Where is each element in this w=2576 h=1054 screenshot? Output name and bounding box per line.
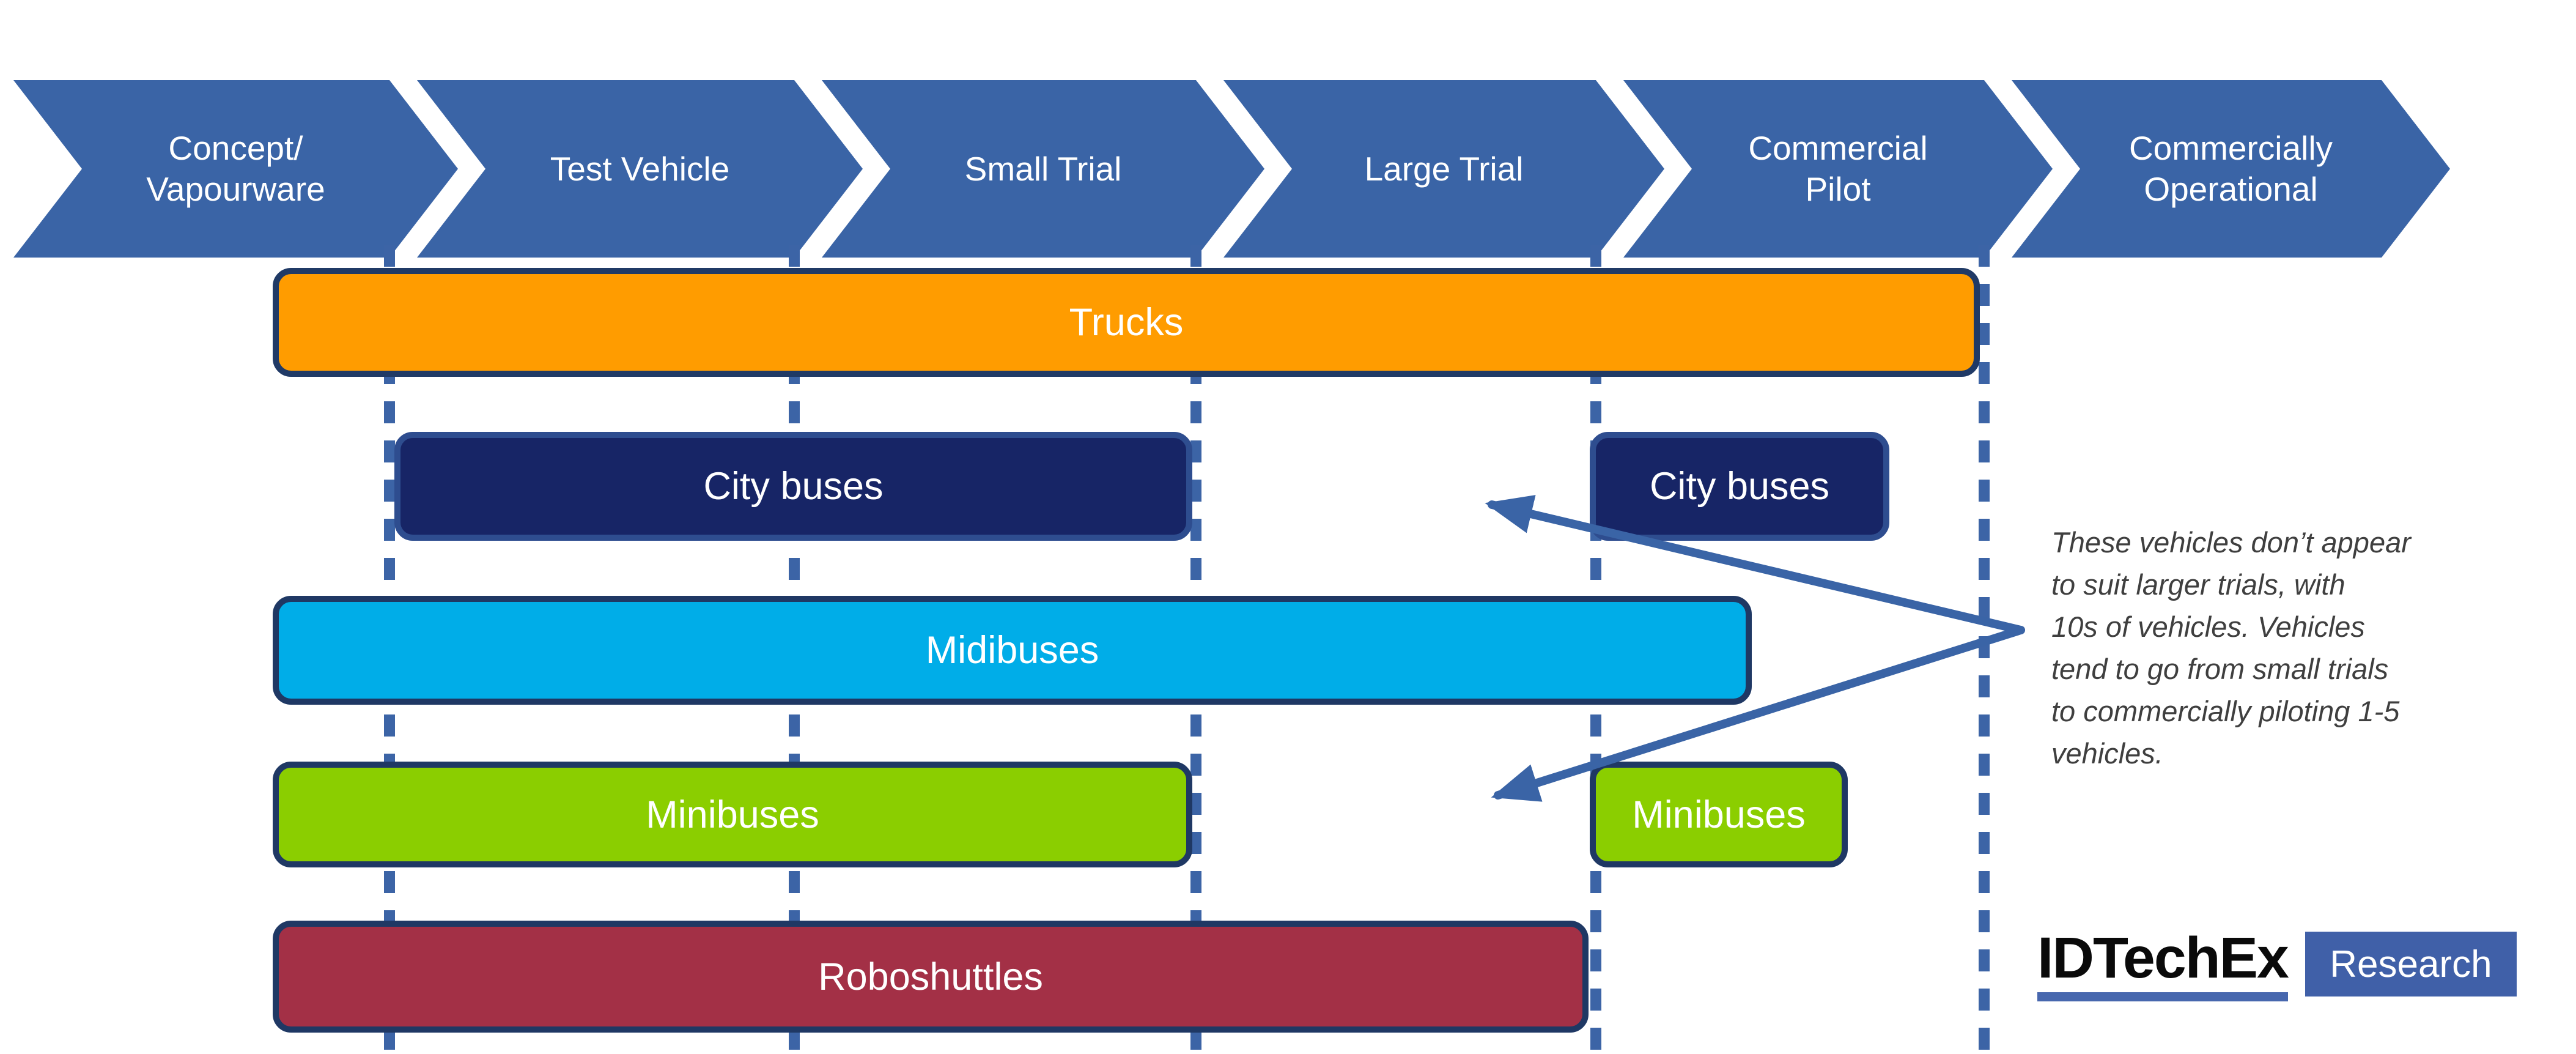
- stage-label-line: Test Vehicle: [550, 149, 730, 188]
- stage-chevron-commercial-pilot: [1623, 80, 2053, 258]
- stage-chevron-small-trial: [822, 80, 1264, 258]
- stage-label-test-vehicle: Test Vehicle: [417, 80, 863, 258]
- bar-minibuses-pilot: Minibuses: [1590, 762, 1848, 867]
- bar-label: Midibuses: [925, 629, 1099, 672]
- bar-roboshuttles: Roboshuttles: [273, 921, 1589, 1033]
- research-badge-text: Research: [2330, 943, 2492, 985]
- research-badge: Research: [2305, 932, 2517, 996]
- bar-label: City buses: [1649, 465, 1830, 508]
- stage-label-large-trial: Large Trial: [1223, 80, 1664, 258]
- stage-label-line: Operational: [2144, 170, 2318, 208]
- bar-label: Minibuses: [646, 793, 819, 836]
- annotation-line: vehicles.: [2051, 737, 2163, 770]
- stage-chevrons: [13, 80, 2450, 258]
- idtechex-wordmark-text: IDTechEx: [2037, 926, 2289, 990]
- annotation-line: tend to go from small trials: [2051, 653, 2389, 685]
- stage-label-concept: Concept/ Vapourware: [13, 80, 458, 258]
- annotation-arrow-to-city-buses-gap: [1485, 495, 2025, 634]
- stage-label-line: Vapourware: [146, 170, 325, 208]
- annotation-arrow-to-minibuses-gap: [1491, 626, 2025, 802]
- stage-label-line: Large Trial: [1364, 149, 1524, 188]
- annotation-line: These vehicles don’t appear: [2051, 526, 2411, 559]
- annotation-note: These vehicles don’t appear to suit larg…: [2051, 521, 2516, 774]
- idtechex-underline: [2037, 992, 2288, 1001]
- bar-trucks: Trucks: [273, 268, 1980, 377]
- stage-label-commercially-operational: Commercially Operational: [2012, 80, 2450, 258]
- stage-label-small-trial: Small Trial: [822, 80, 1264, 258]
- stage-label-line: Pilot: [1805, 170, 1871, 208]
- annotation-line: to commercially piloting 1-5: [2051, 695, 2400, 727]
- stage-label-line: Small Trial: [964, 149, 1122, 188]
- annotation-line: 10s of vehicles. Vehicles: [2051, 611, 2365, 643]
- stage-label-line: Concept/: [168, 129, 303, 167]
- idtechex-logo: IDTechEx Research: [2037, 927, 2517, 1001]
- stage-chevron-concept: [13, 80, 458, 258]
- bar-city-buses-early: City buses: [394, 432, 1192, 541]
- stage-chevron-large-trial: [1223, 80, 1664, 258]
- stage-label-line: Commercially: [2128, 129, 2333, 167]
- stage-label-line: Commercial: [1748, 129, 1928, 167]
- bar-minibuses-early: Minibuses: [273, 762, 1192, 867]
- annotation-line: to suit larger trials, with: [2051, 568, 2345, 601]
- stage-chevron-commercially-operational: [2012, 80, 2450, 258]
- bar-label: City buses: [703, 465, 884, 508]
- bar-city-buses-pilot: City buses: [1590, 432, 1889, 541]
- bar-label: Roboshuttles: [818, 955, 1043, 998]
- bar-midibuses: Midibuses: [273, 596, 1752, 705]
- idtechex-wordmark: IDTechEx: [2037, 926, 2289, 1001]
- bar-label: Trucks: [1069, 301, 1184, 344]
- stage-chevron-test-vehicle: [417, 80, 863, 258]
- stage-label-commercial-pilot: Commercial Pilot: [1623, 80, 2053, 258]
- bar-label: Minibuses: [1632, 793, 1806, 836]
